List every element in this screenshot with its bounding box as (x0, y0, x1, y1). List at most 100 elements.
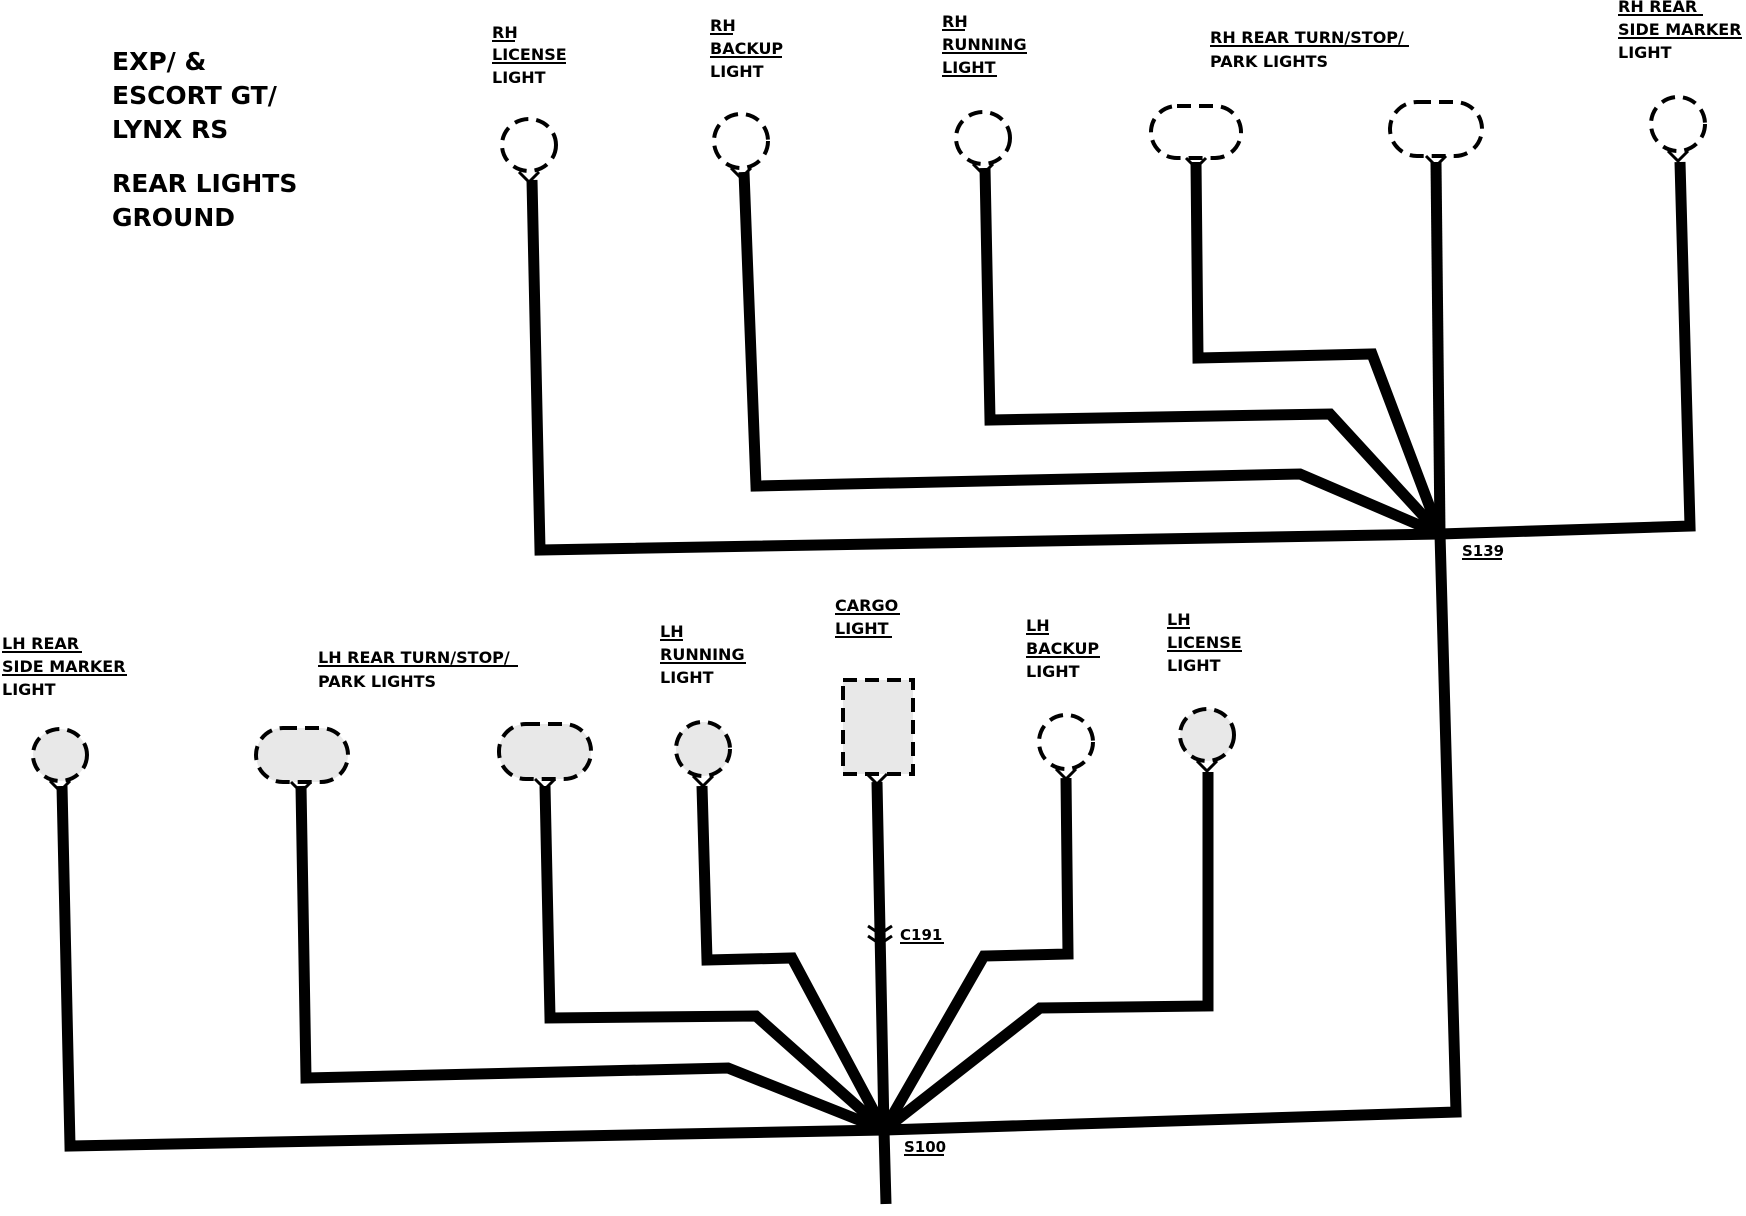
rh-side-marker-wire (1439, 161, 1696, 540)
rh-running-lamp-terminal (971, 162, 995, 177)
s139-to-s100-wire (883, 533, 1462, 1136)
subtitle-line-1: REAR LIGHTS (112, 169, 297, 198)
s100-label: S100 (904, 1138, 946, 1156)
c191-label: C191 (900, 926, 942, 944)
rh-label-rh-license-light: RH LICENSE LIGHT (492, 23, 567, 87)
lh-side-marker-lamp-terminal (48, 779, 72, 794)
lh-turn-stop-park-label-line-1: LH REAR TURN/STOP/ (318, 648, 510, 667)
rh-side-marker-lamp-terminal (1666, 149, 1690, 164)
rh-ground-wires (526, 161, 1696, 1136)
lh-turn-stop-park-label-line-2: PARK LIGHTS (318, 672, 436, 691)
rh-backup-label-line-1: RH (710, 16, 736, 35)
c191-symbol (867, 924, 893, 946)
lh-label-lh-rear-side-marker-light: LH REAR SIDE MARKER LIGHT (2, 634, 127, 699)
rh-label-rh-rear-side-marker-light: RH REAR SIDE MARKER LIGHT (1618, 0, 1742, 62)
lh-license-label-line-2: LICENSE (1167, 633, 1242, 652)
rh-running-lamp (954, 110, 1012, 166)
rh-turn-stop-park-lamp-2 (1388, 100, 1484, 158)
lh-ground-wires (56, 772, 1214, 1205)
lh-running-label-line-2: RUNNING (660, 645, 745, 664)
rh-turn-stop-park-label-line-1: RH REAR TURN/STOP/ (1210, 28, 1404, 47)
rh-license-label-line-1: RH (492, 23, 518, 42)
rh-running-label-line-3: LIGHT (942, 58, 996, 77)
lh-turn-stop-park-lamp-2 (497, 722, 593, 781)
rh-backup-wire (738, 171, 1443, 540)
lh-running-label-line-1: LH (660, 622, 684, 641)
rh-running-wire (979, 167, 1445, 538)
rh-side-marker-label-line-2: SIDE MARKER (1618, 20, 1742, 39)
rh-label-rh-rear-turn-stop-park-lights: RH REAR TURN/STOP/ PARK LIGHTS (1210, 28, 1409, 71)
lh-label-cargo-light: CARGO LIGHT (835, 596, 900, 638)
title-line-3: LYNX RS (112, 115, 228, 144)
lh-running-lamp-terminal (691, 774, 715, 789)
rh-label-rh-running-light: RH RUNNING LIGHT (942, 12, 1027, 77)
cargo-label-line-2: LIGHT (835, 619, 889, 638)
rh-turn-stop-park-wire-2 (1430, 161, 1446, 535)
rh-license-lamp (500, 117, 558, 173)
rh-side-marker-label-line-3: LIGHT (1618, 43, 1672, 62)
lh-lamps (31, 678, 1236, 795)
lh-backup-lamp (1037, 713, 1095, 771)
lh-turn-stop-park-lamp-1-terminal (289, 780, 313, 795)
lh-side-marker-label-line-2: SIDE MARKER (2, 657, 126, 676)
lh-turn-stop-park-lamp-1 (254, 726, 350, 784)
cargo-lamp (841, 678, 915, 776)
rh-running-label-line-1: RH (942, 12, 968, 31)
rh-turn-stop-park-wire-1 (1190, 161, 1446, 536)
rh-license-wire (526, 179, 1441, 556)
rh-running-label-line-2: RUNNING (942, 35, 1027, 54)
lh-label-lh-license-light: LH LICENSE LIGHT (1167, 610, 1242, 675)
lh-backup-label-line-2: BACKUP (1026, 639, 1099, 658)
rh-license-label-line-2: LICENSE (492, 45, 567, 64)
lh-backup-wire (879, 777, 1074, 1133)
rh-lamps (500, 95, 1707, 185)
lh-side-marker-wire (56, 785, 885, 1152)
lh-turn-stop-park-wire-1 (295, 785, 887, 1136)
lh-license-label-line-1: LH (1167, 610, 1191, 629)
lh-running-wire (696, 785, 889, 1133)
lh-backup-label-line-1: LH (1026, 616, 1050, 635)
rh-backup-lamp-terminal (729, 166, 753, 181)
rh-turn-stop-park-lamp-2-terminal (1424, 154, 1448, 169)
lh-side-marker-label-line-1: LH REAR (2, 634, 79, 653)
lh-license-label-line-3: LIGHT (1167, 656, 1221, 675)
splice-s139: S139 (1434, 528, 1504, 560)
lh-backup-lamp-terminal (1054, 767, 1078, 782)
rh-side-marker-lamp (1649, 95, 1707, 153)
rh-label-rh-backup-light: RH BACKUP LIGHT (710, 16, 783, 81)
lh-side-marker-lamp (31, 727, 89, 783)
connector-c191: C191 (867, 924, 944, 946)
rh-backup-lamp (712, 112, 770, 170)
cargo-lamp-terminal (865, 772, 889, 787)
lh-turn-stop-park-lamp-2-terminal (533, 777, 557, 792)
lh-backup-label-line-3: LIGHT (1026, 662, 1080, 681)
title-line-1: EXP/ & (112, 47, 206, 76)
lh-label-lh-running-light: LH RUNNING LIGHT (660, 622, 746, 687)
s139-node (1434, 528, 1446, 540)
lh-turn-stop-park-wire-2 (539, 785, 888, 1135)
subtitle-line-2: GROUND (112, 203, 235, 232)
rh-backup-label-line-2: BACKUP (710, 39, 783, 58)
lh-license-lamp-terminal (1195, 759, 1219, 774)
rh-license-label-line-3: LIGHT (492, 68, 546, 87)
rh-side-marker-label-line-1: RH REAR (1618, 0, 1697, 16)
lh-running-lamp (674, 720, 732, 778)
cargo-label-line-1: CARGO (835, 596, 898, 615)
cargo-wire (871, 781, 892, 1205)
lh-side-marker-label-line-3: LIGHT (2, 680, 56, 699)
rh-turn-stop-park-label-line-2: PARK LIGHTS (1210, 52, 1328, 71)
s100-node (878, 1124, 890, 1136)
lh-running-label-line-3: LIGHT (660, 668, 714, 687)
lh-label-lh-backup-light: LH BACKUP LIGHT (1026, 616, 1100, 681)
s139-label: S139 (1462, 542, 1504, 560)
lh-license-lamp (1178, 707, 1236, 763)
title-line-2: ESCORT GT/ (112, 81, 278, 110)
diagram-title: EXP/ & ESCORT GT/ LYNX RS REAR LIGHTS GR… (112, 47, 297, 232)
lh-license-wire (880, 772, 1214, 1135)
splice-s100: S100 (878, 1124, 946, 1156)
rh-turn-stop-park-lamp-1-terminal (1184, 156, 1208, 171)
rh-turn-stop-park-lamp-1 (1149, 104, 1243, 160)
lh-label-lh-rear-turn-stop-park-lights: LH REAR TURN/STOP/ PARK LIGHTS (318, 648, 518, 691)
rh-license-lamp-terminal (517, 170, 541, 185)
